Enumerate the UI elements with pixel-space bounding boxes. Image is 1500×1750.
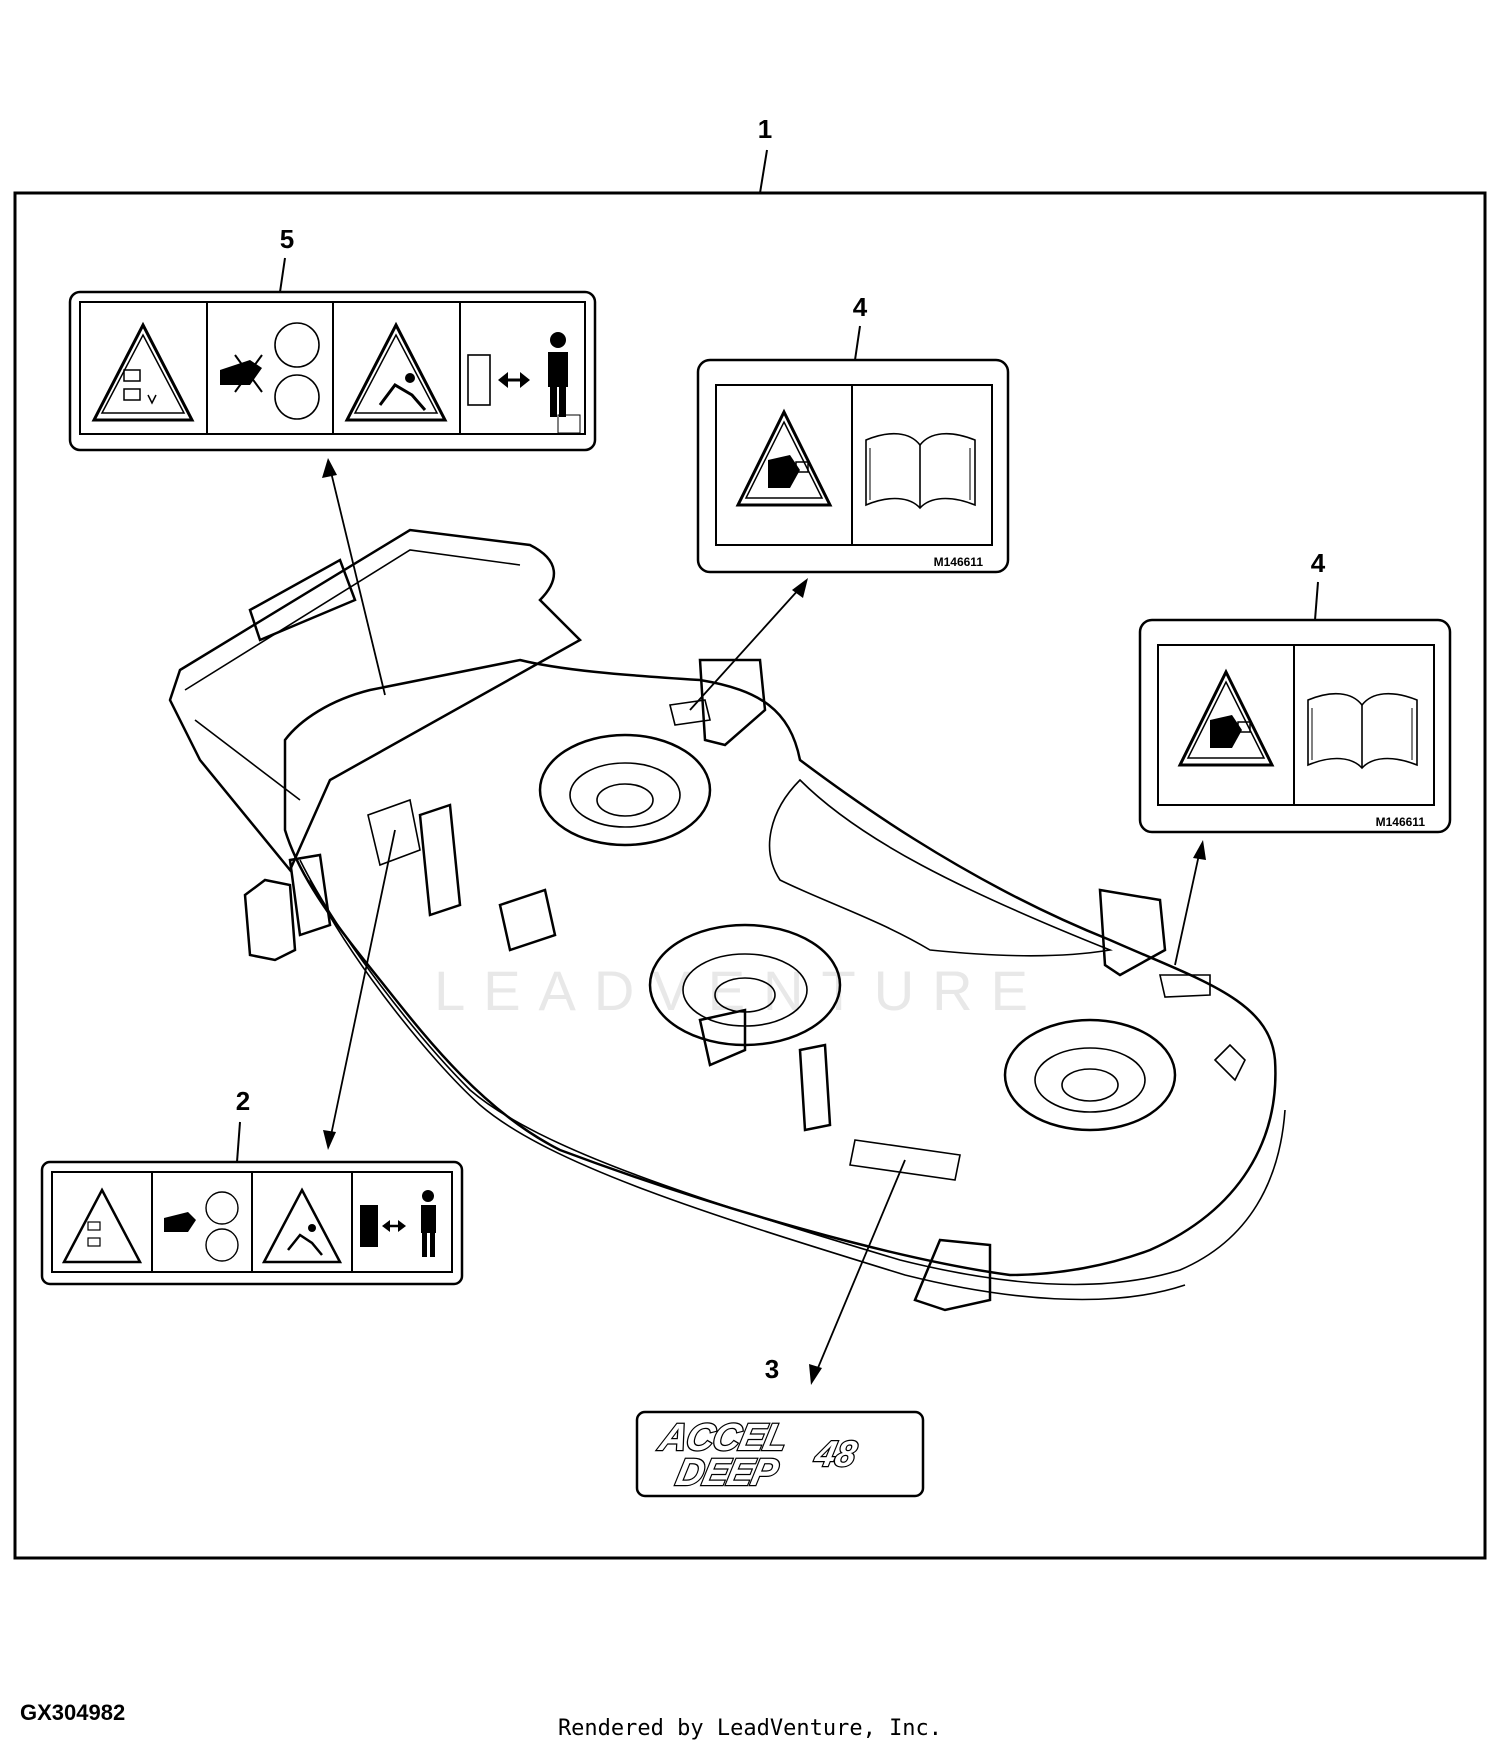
- callout-4-top: 4: [853, 292, 868, 322]
- leader-line-5-top: [279, 257, 286, 293]
- leader-line-4-right-label: [1314, 581, 1319, 621]
- diagram-frame: [13, 191, 1487, 1560]
- watermark: LEADVENTURE: [434, 959, 1046, 1022]
- callout-1: 1: [758, 114, 772, 144]
- leader-line-5: [329, 467, 386, 696]
- decal-4-right: M146611: [1138, 618, 1452, 834]
- logo-deep: DEEP: [672, 1451, 782, 1494]
- callout-2: 2: [236, 1086, 250, 1116]
- spindle-left: [538, 733, 712, 847]
- figure-id: GX304982: [20, 1700, 126, 1725]
- mower-deck: [168, 528, 1286, 1312]
- warning-triangle-icon: [91, 321, 195, 422]
- decal-2: [40, 1160, 464, 1286]
- decal-5: [68, 290, 597, 452]
- logo-accel: ACCEL: [655, 1416, 791, 1459]
- callout-4-right: 4: [1311, 548, 1326, 578]
- spindle-right: [1003, 1018, 1177, 1132]
- decal-4-top: M146611: [696, 358, 1010, 574]
- callout-3: 3: [765, 1354, 779, 1384]
- leader-line-2: [329, 829, 396, 1141]
- hand-crush-warning-icon: [735, 408, 833, 507]
- callout-5: 5: [280, 224, 294, 254]
- decal-part-number-2: M146611: [1376, 815, 1426, 829]
- leader-line-4-top: [689, 587, 801, 711]
- keep-distance-icon: [467, 332, 581, 434]
- leader-line-1: [759, 149, 768, 194]
- footer-credit: Rendered by LeadVenture, Inc.: [557, 1716, 943, 1741]
- leader-line-2-label: [236, 1121, 241, 1163]
- leader-line-4-top-label: [854, 325, 861, 361]
- leader-line-3: [814, 1159, 906, 1376]
- decal-part-number: M146611: [934, 555, 984, 569]
- decal-3-logo: ACCEL DEEP 48: [635, 1410, 925, 1498]
- operator-manual-icon: [865, 432, 976, 510]
- hand-blade-icon: [220, 322, 320, 420]
- operator-manual-icon-2: [1307, 692, 1418, 770]
- hand-crush-warning-icon-2: [1177, 668, 1275, 767]
- thrown-object-icon: [344, 321, 448, 422]
- leader-line-4-right: [1174, 849, 1201, 966]
